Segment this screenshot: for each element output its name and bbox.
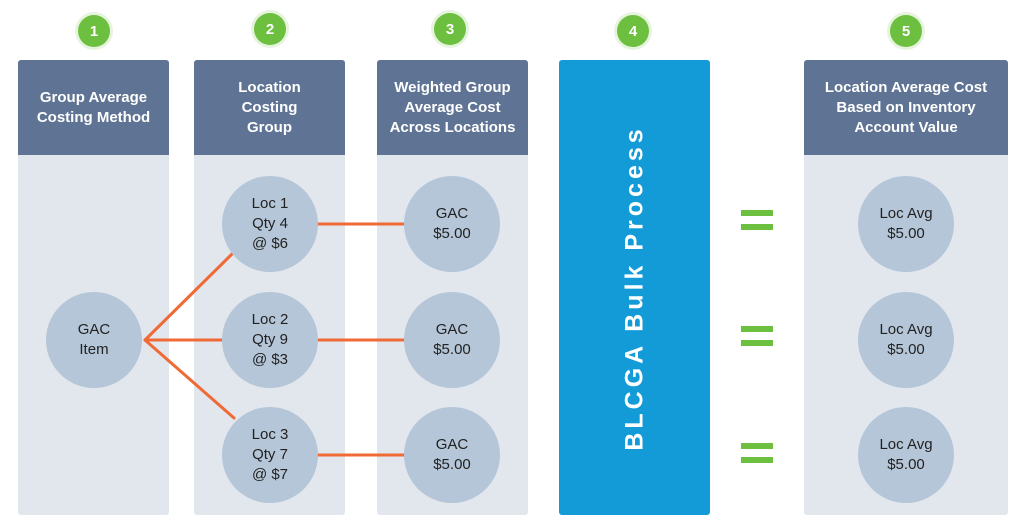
column-header-location-group: Location Costing Group	[194, 60, 345, 155]
location-average-node-1: Loc Avg $5.00	[858, 176, 954, 272]
location-node-2: Loc 2 Qty 9 @ $3	[222, 292, 318, 388]
location-average-node-3: Loc Avg $5.00	[858, 407, 954, 503]
column-header-location-average: Location Average Cost Based on Inventory…	[804, 60, 1008, 155]
step-badge-1: 1	[78, 15, 110, 47]
weighted-gac-node-1: GAC $5.00	[404, 176, 500, 272]
gac-item-node: GAC Item	[46, 292, 142, 388]
equals-icon	[741, 326, 773, 350]
location-node-3: Loc 3 Qty 7 @ $7	[222, 407, 318, 503]
step-badge-5: 5	[890, 15, 922, 47]
process-column: BLCGA Bulk Process	[559, 60, 710, 515]
weighted-gac-node-2: GAC $5.00	[404, 292, 500, 388]
weighted-gac-node-3: GAC $5.00	[404, 407, 500, 503]
column-group-method: Group Average Costing Method	[18, 60, 169, 515]
step-badge-3: 3	[434, 13, 466, 45]
step-badge-2: 2	[254, 13, 286, 45]
connector-gac-to-loc3	[143, 338, 236, 420]
connector-gac-to-loc1	[143, 252, 234, 342]
column-header-weighted-cost: Weighted Group Average Cost Across Locat…	[377, 60, 528, 155]
location-node-1: Loc 1 Qty 4 @ $6	[222, 176, 318, 272]
equals-icon	[741, 443, 773, 467]
location-average-node-2: Loc Avg $5.00	[858, 292, 954, 388]
step-badge-4: 4	[617, 15, 649, 47]
column-header-group-method: Group Average Costing Method	[18, 60, 169, 155]
equals-icon	[741, 210, 773, 234]
